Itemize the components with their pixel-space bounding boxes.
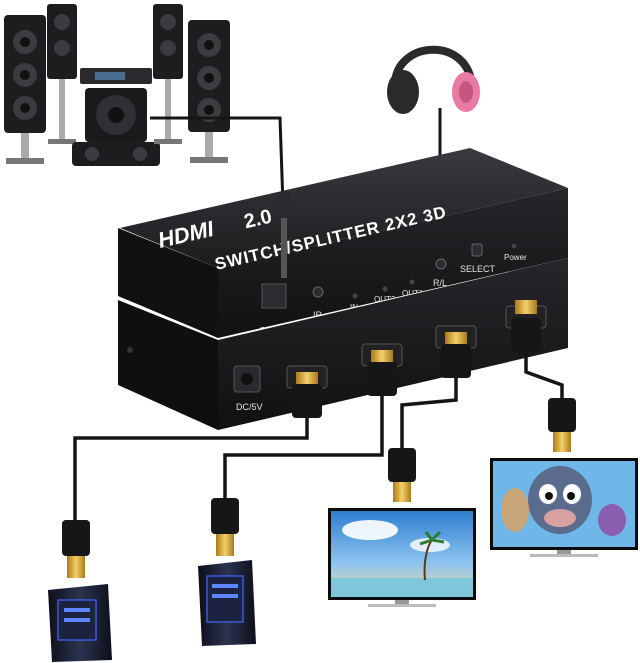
power-label: Power: [504, 253, 527, 262]
led-out1: [409, 279, 415, 285]
optical-plug: [278, 192, 290, 218]
hdmi-plug-pc-1: [62, 520, 90, 578]
hdmi-plug-tv-1: [388, 448, 416, 502]
select-button[interactable]: [471, 243, 483, 257]
ir-label: IR: [313, 310, 323, 320]
cable-to-tv-1: [400, 378, 458, 450]
dc-label: DC/5V: [236, 402, 263, 412]
center-speaker: [72, 142, 160, 166]
hdmi-plug-pc-2: [211, 498, 239, 556]
subwoofer: [85, 88, 147, 142]
device-top-face: [120, 148, 568, 268]
optical-port: [261, 283, 287, 309]
hdmi-cables: [73, 352, 564, 520]
hdmi-port-in-2: [361, 343, 403, 396]
led-in: [352, 293, 358, 299]
cable-to-pc-2: [223, 396, 384, 500]
hdmi-port-out-1: [435, 325, 477, 378]
out1-label: OUT1: [402, 289, 424, 298]
headphones: [387, 45, 480, 258]
cable-to-tv-2: [524, 352, 564, 400]
tv-beach: [328, 508, 476, 607]
in-label: IN: [350, 303, 358, 312]
speaker-tower-left-2: [47, 4, 77, 144]
optical-cable: [150, 116, 285, 206]
hdmi-port-in-1: [286, 365, 328, 418]
home-theater-speakers: [4, 4, 285, 206]
cable-to-pc-1: [73, 418, 309, 520]
av-receiver: [80, 68, 152, 84]
tv-cartoon: [490, 458, 638, 557]
power-led: [511, 243, 517, 249]
led-out2: [382, 286, 388, 292]
hdmi-plug-tv-2: [548, 398, 576, 452]
pc-tower-2: [198, 560, 256, 646]
hdmi-port-out-2: [505, 300, 547, 352]
device-front-panel: [218, 188, 568, 338]
pc-tower-1: [48, 584, 112, 662]
rl-label: R/L: [433, 278, 447, 288]
ir-port: [312, 286, 324, 298]
select-label: SELECT: [460, 264, 496, 274]
speaker-tower-right: [188, 20, 230, 163]
speaker-tower-left: [4, 15, 46, 164]
hdmi-switch-device: HDMI 2.0 SWITCH/SPLITTER 2X2 3D Optical …: [118, 148, 568, 430]
speaker-tower-right-2: [153, 4, 183, 144]
rl-audio-port: [435, 258, 447, 270]
out2-label: OUT2: [374, 295, 396, 304]
